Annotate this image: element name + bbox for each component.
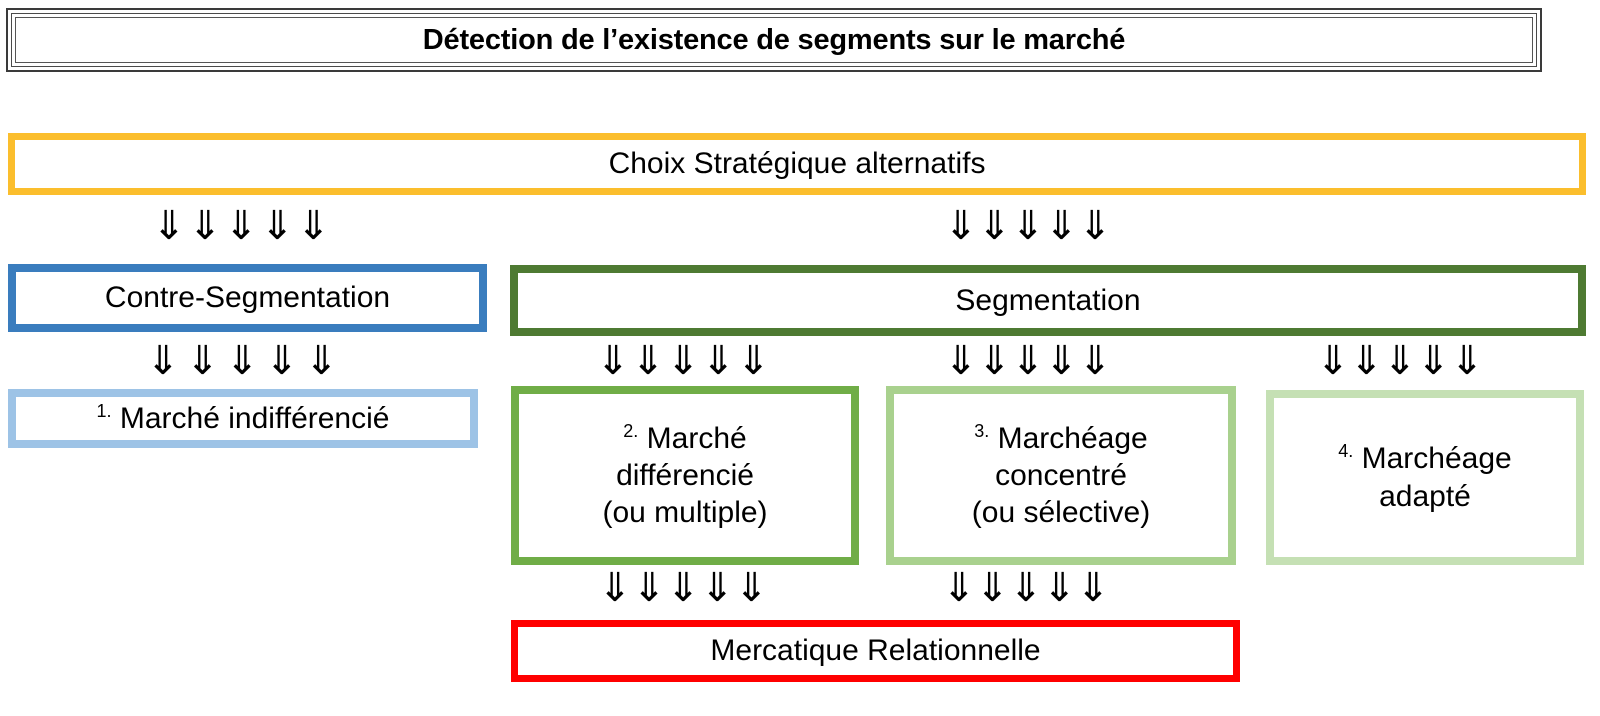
double-down-arrow-icon: ⇓ [977,203,1012,249]
box-marcheage-adapte: 4. Marchéage adapté [1266,390,1584,565]
double-down-arrow-icon: ⇓ [736,338,770,384]
double-down-arrow-icon: ⇓ [146,338,180,384]
box-marcheage-concentre-line3: (ou sélective) [971,496,1151,530]
double-down-arrow-icon: ⇓ [632,565,666,611]
double-down-arrow-icon: ⇓ [944,203,978,249]
double-down-arrow-icon: ⇓ [631,338,665,384]
box-marcheage-adapte-line2: adapté [1379,479,1471,513]
double-down-arrow-icon: ⇓ [942,565,976,611]
double-down-arrow-icon: ⇓ [1042,565,1077,611]
double-down-arrow-icon: ⇓ [260,203,294,249]
double-down-arrow-icon: ⇓ [152,203,186,249]
double-down-arrow-icon: ⇓ [1078,203,1112,249]
diagram-title-frame-inner: Détection de l’existence de segments sur… [15,17,1533,63]
box-marcheage-adapte-number: 4. [1338,441,1354,462]
arrow-group-segmentation-to-marcheage-adapte: ⇓ ⇓ ⇓ ⇓ ⇓ [1316,338,1484,384]
box-segmentation: Segmentation [510,265,1586,336]
double-down-arrow-icon: ⇓ [1416,338,1451,384]
double-down-arrow-icon: ⇓ [701,338,735,384]
arrow-group-segmentation-to-marcheage-concentre: ⇓ ⇓ ⇓ ⇓ ⇓ [944,338,1112,384]
diagram-title-frame-middle: Détection de l’existence de segments sur… [11,13,1537,67]
page-title: Détection de l’existence de segments sur… [422,23,1126,56]
arrow-group-strategique-to-contre-segmentation: ⇓ ⇓ ⇓ ⇓ ⇓ [152,205,330,247]
arrow-group-marche-differencie-to-mercatique: ⇓ ⇓ ⇓ ⇓ ⇓ [598,566,768,610]
box-marche-differencie-line3: (ou multiple) [602,496,768,530]
box-marche-differencie-line1: Marché [646,421,747,455]
box-mercatique-relationnelle-label: Mercatique Relationnelle [710,634,1041,668]
double-down-arrow-icon: ⇓ [1383,338,1417,384]
box-segmentation-label: Segmentation [955,283,1141,317]
box-marcheage-concentre: 3. Marchéage concentré (ou sélective) [886,386,1236,565]
double-down-arrow-icon: ⇓ [734,565,768,611]
double-down-arrow-icon: ⇓ [1044,338,1079,384]
box-marche-indifferencie-number: 1. [96,400,112,421]
box-marche-differencie-line2: différencié [616,458,754,492]
box-marche-differencie: 2. Marché différencié (ou multiple) [511,386,859,565]
box-marcheage-concentre-line2: concentré [995,458,1127,492]
arrow-group-strategique-to-segmentation: ⇓ ⇓ ⇓ ⇓ ⇓ [944,203,1112,249]
double-down-arrow-icon: ⇓ [1044,203,1079,249]
double-down-arrow-icon: ⇓ [264,338,299,384]
double-down-arrow-icon: ⇓ [188,203,222,249]
box-marcheage-adapte-line1: Marchéage [1361,442,1512,476]
box-contre-segmentation: Contre-Segmentation [8,264,487,332]
double-down-arrow-icon: ⇓ [225,338,259,384]
box-marche-differencie-number: 2. [623,420,639,441]
box-choix-strategique-label: Choix Stratégique alternatifs [608,147,986,181]
box-marcheage-concentre-line1: Marchéage [997,421,1148,455]
double-down-arrow-icon: ⇓ [596,338,630,384]
box-marcheage-concentre-number: 3. [974,420,990,441]
diagram-title-frame: Détection de l’existence de segments sur… [6,8,1542,72]
double-down-arrow-icon: ⇓ [666,565,700,611]
double-down-arrow-icon: ⇓ [185,338,220,384]
double-down-arrow-icon: ⇓ [1450,338,1484,384]
double-down-arrow-icon: ⇓ [1011,203,1045,249]
double-down-arrow-icon: ⇓ [598,565,632,611]
double-down-arrow-icon: ⇓ [977,338,1012,384]
double-down-arrow-icon: ⇓ [1009,565,1043,611]
double-down-arrow-icon: ⇓ [1316,338,1350,384]
double-down-arrow-icon: ⇓ [224,203,258,249]
double-down-arrow-icon: ⇓ [304,338,338,384]
double-down-arrow-icon: ⇓ [296,203,330,249]
double-down-arrow-icon: ⇓ [975,565,1010,611]
box-marche-indifferencie: 1. Marché indifférencié [8,389,478,448]
double-down-arrow-icon: ⇓ [700,565,734,611]
arrow-group-marcheage-concentre-to-mercatique: ⇓ ⇓ ⇓ ⇓ ⇓ [942,565,1110,611]
double-down-arrow-icon: ⇓ [1076,565,1110,611]
arrow-group-contre-segmentation-to-marche-indifferencie: ⇓ ⇓ ⇓ ⇓ ⇓ [146,338,338,384]
box-marche-indifferencie-label: Marché indifférencié [119,401,390,435]
double-down-arrow-icon: ⇓ [666,338,700,384]
box-mercatique-relationnelle: Mercatique Relationnelle [511,620,1240,682]
double-down-arrow-icon: ⇓ [1078,338,1112,384]
arrow-group-segmentation-to-marche-differencie: ⇓ ⇓ ⇓ ⇓ ⇓ [596,338,770,384]
double-down-arrow-icon: ⇓ [1349,338,1384,384]
box-contre-segmentation-label: Contre-Segmentation [104,281,391,315]
double-down-arrow-icon: ⇓ [1011,338,1045,384]
double-down-arrow-icon: ⇓ [944,338,978,384]
box-choix-strategique-alternatifs: Choix Stratégique alternatifs [8,133,1586,195]
